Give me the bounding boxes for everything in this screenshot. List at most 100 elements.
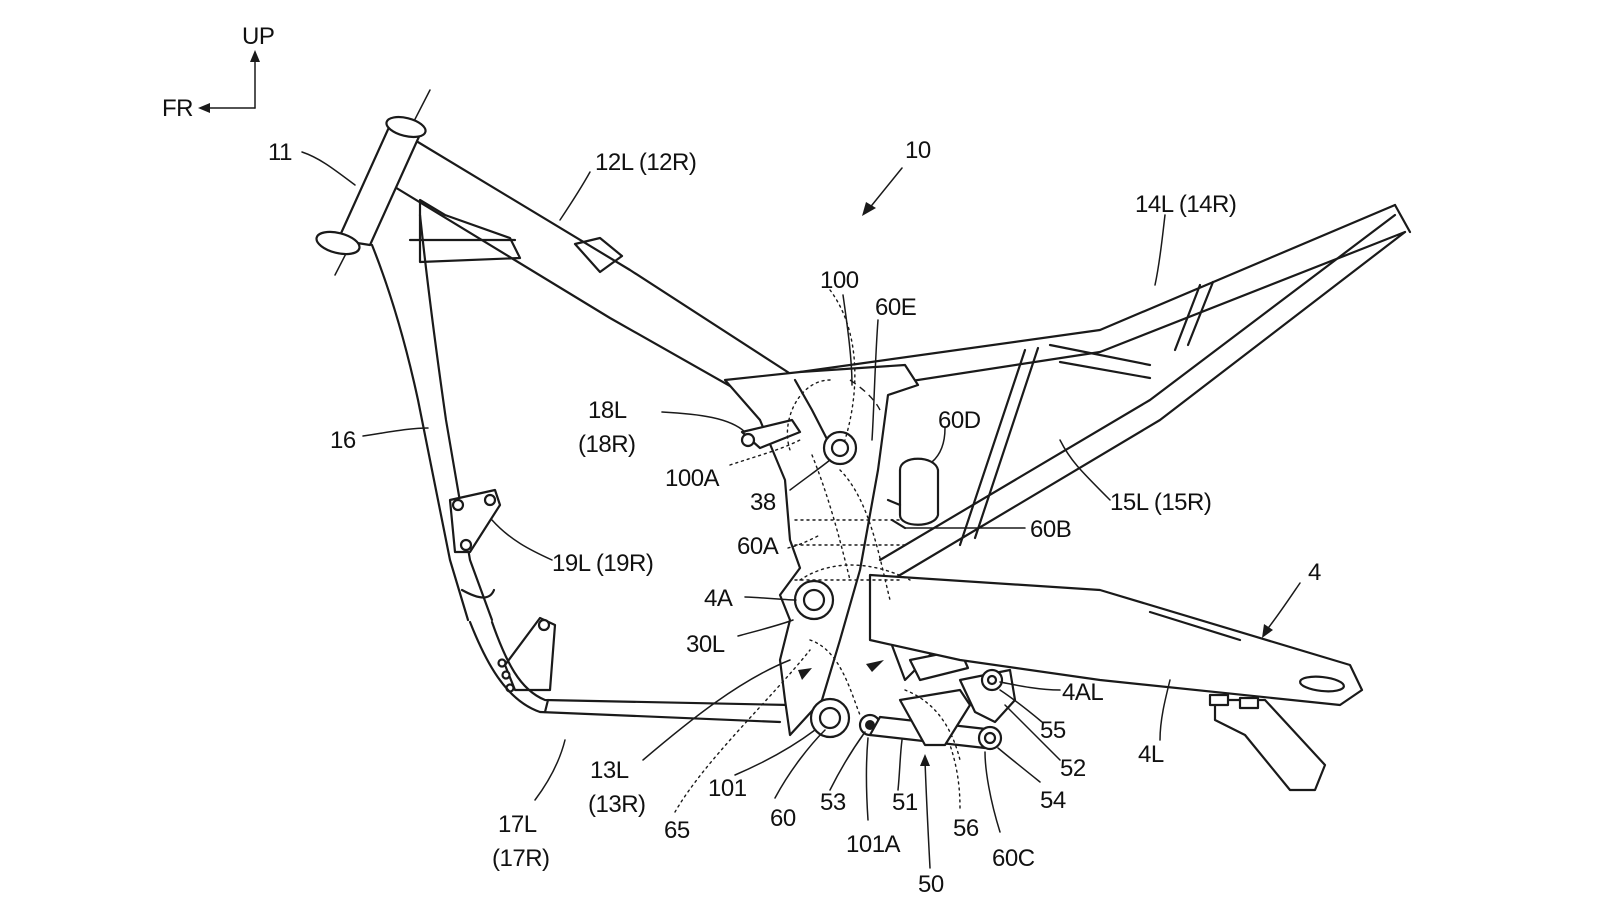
label-53: 53: [820, 789, 846, 816]
label-4l: 4L: [1138, 741, 1164, 768]
shock-upper-mount-bolt: [830, 438, 850, 458]
chain-slider: [1213, 698, 1327, 792]
axle-slot: [1299, 675, 1345, 693]
sub-pipe-lower-edge: [893, 230, 1407, 580]
main-pipe-bracket: [573, 236, 624, 274]
down-tube-joint: [460, 588, 496, 599]
leader-50-arrow: [920, 754, 930, 766]
truss-brace-3a: [1173, 283, 1202, 352]
leader-55: [999, 689, 1043, 723]
leader-53: [829, 731, 866, 791]
label-50: 50: [918, 871, 944, 898]
leader-16: [362, 427, 429, 437]
seat-rail-lower-edge: [903, 230, 1407, 384]
slider-tab-2: [1238, 696, 1260, 710]
leader-10: [867, 167, 903, 211]
label-10: 10: [905, 137, 931, 164]
leader-17: [534, 739, 566, 801]
swing-arm-4l: [868, 573, 1364, 707]
seat-rail-upper-edge: [798, 203, 1397, 374]
label-101: 101: [708, 775, 747, 802]
leader-101: [734, 729, 816, 776]
hidden-line-100: [829, 289, 856, 441]
leader-60d: [931, 427, 946, 463]
leader-56: [949, 744, 961, 809]
lower-pipe-tick: [543, 698, 550, 714]
swingarm-pivot-bolt: [802, 588, 826, 612]
leader-50: [924, 759, 931, 869]
hidden-line-65: [809, 639, 861, 716]
leader-38: [789, 459, 831, 491]
hidden-line-60e: [849, 379, 881, 411]
leader-10-arrow: [862, 202, 876, 216]
leader-4al: [999, 681, 1061, 691]
head-pipe: [315, 115, 427, 256]
head-gusset: [418, 198, 522, 264]
truss-brace-1a: [958, 348, 1027, 547]
internal-arrow-marker-2: [798, 668, 812, 680]
label-18-line1: 18L: [588, 397, 627, 424]
label-60d: 60D: [938, 407, 981, 434]
leader-101a: [865, 737, 869, 821]
label-60b: 60B: [1030, 516, 1071, 543]
direction-indicator: UP FR: [162, 23, 275, 122]
reservoir-hose: [886, 498, 907, 530]
label-100a: 100A: [665, 465, 720, 492]
shock-reservoir-60d: [898, 457, 940, 526]
leader-15: [1059, 439, 1111, 501]
truss-brace-2a: [1048, 343, 1152, 367]
leader-100: [842, 294, 853, 386]
leader-18: [661, 411, 746, 433]
main-pipe-upper-edge: [396, 128, 802, 382]
down-tube-rear-edge: [418, 213, 494, 622]
leader-4-arrow: [1262, 624, 1273, 638]
bracket-18l-hole: [740, 432, 756, 448]
leader-14: [1154, 214, 1166, 286]
leader-100a: [729, 439, 801, 466]
link-pivot-53-core: [865, 720, 875, 730]
label-56: 56: [953, 815, 979, 842]
leader-51: [897, 739, 903, 791]
hidden-line-pivot: [799, 564, 911, 581]
label-4a: 4A: [704, 585, 733, 612]
label-55: 55: [1040, 717, 1066, 744]
reference-labels: 11 12L (12R) 10 14L (14R) 100 60E 18L (1…: [268, 137, 1322, 898]
up-arrow-head: [250, 50, 260, 62]
leader-lines: [301, 151, 1301, 869]
label-13-line1: 13L: [590, 757, 629, 784]
rocker-56: [898, 688, 972, 747]
label-17-line1: 17L: [498, 811, 537, 838]
leader-60e: [871, 319, 879, 441]
leader-60: [774, 729, 826, 799]
label-4al: 4AL: [1062, 679, 1103, 706]
leader-30l: [737, 619, 794, 637]
leader-4a: [744, 596, 797, 601]
sub-pipe-upper-edge: [878, 213, 1397, 562]
hidden-line-100a: [786, 379, 831, 451]
label-54: 54: [1040, 787, 1066, 814]
rocker-pivot-55-core: [986, 674, 998, 686]
label-101a: 101A: [846, 831, 901, 858]
label-38: 38: [750, 489, 776, 516]
label-11: 11: [268, 139, 292, 166]
leader-4: [1264, 582, 1301, 633]
lower-pipe-upper-edge: [468, 620, 782, 724]
leader-11: [301, 151, 356, 186]
lower-pipe-lower-edge: [490, 620, 792, 707]
label-51: 51: [892, 789, 918, 816]
down-tube-front-edge: [370, 243, 470, 622]
leader-65: [674, 649, 811, 813]
lower-front-bracket: [497, 616, 557, 693]
leader-60c: [984, 751, 1001, 833]
leader-4l: [1159, 679, 1171, 741]
leader-52: [1004, 704, 1061, 761]
leader-13: [642, 659, 791, 761]
label-60c: 60C: [992, 845, 1035, 872]
label-60: 60: [770, 805, 796, 832]
pivot-plate-30l: [723, 363, 920, 737]
hidden-crosslines: [794, 519, 906, 581]
seat-rail-end: [1393, 203, 1412, 234]
hidden-shock-line-b: [839, 469, 891, 601]
truss-brace-2b: [1058, 360, 1152, 380]
